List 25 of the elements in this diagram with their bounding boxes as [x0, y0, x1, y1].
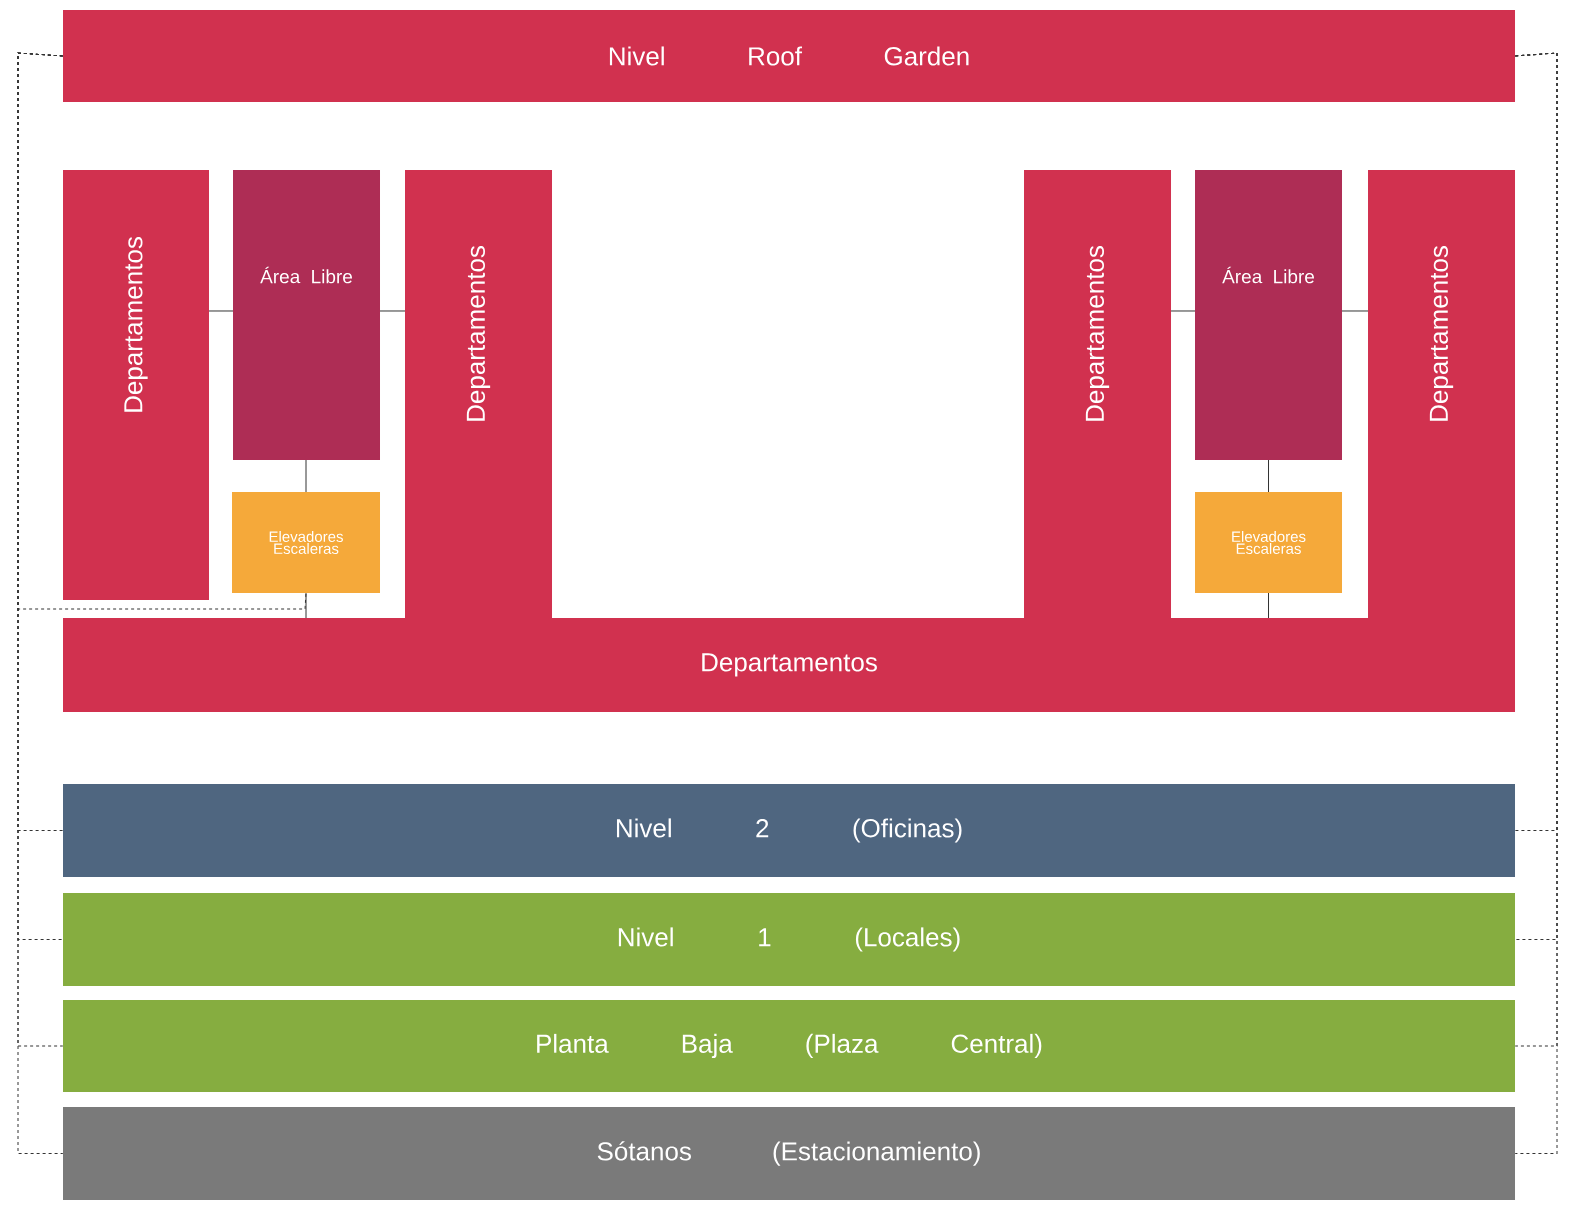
- level-band: Sótanos (Estacionamiento): [63, 1107, 1515, 1200]
- box-label: Departamentos: [1429, 246, 1454, 421]
- elevator-stair-box: Elevadores Escaleras: [232, 492, 380, 593]
- open-area-box: Área Libre: [1195, 170, 1342, 460]
- level-band: Nivel Roof Garden: [63, 10, 1515, 102]
- connector-line: [305, 459, 307, 493]
- open-area-box: Área Libre: [233, 170, 380, 460]
- connector-line: [1268, 592, 1269, 619]
- box-label: Departamentos: [1085, 246, 1110, 421]
- elevator-stair-box: Elevadores Escaleras: [1195, 492, 1342, 593]
- connector-line: [379, 310, 406, 312]
- level-band: Nivel 1 (Locales): [63, 893, 1515, 986]
- connector-line: [1341, 310, 1369, 312]
- connector-line: [305, 592, 307, 619]
- apartment-block: [405, 170, 552, 618]
- box-label: Departamentos: [124, 237, 148, 412]
- box-label: Departamentos: [466, 246, 491, 421]
- connector-line: [1170, 310, 1196, 312]
- connector-line: [1268, 459, 1269, 493]
- apartment-block: [63, 170, 209, 600]
- connector-line: [208, 310, 234, 312]
- level-band: Nivel 2 (Oficinas): [63, 784, 1515, 877]
- apartment-block: [1024, 170, 1171, 618]
- level-band: Planta Baja (Plaza Central): [63, 1000, 1515, 1092]
- apartment-block: [1368, 170, 1515, 618]
